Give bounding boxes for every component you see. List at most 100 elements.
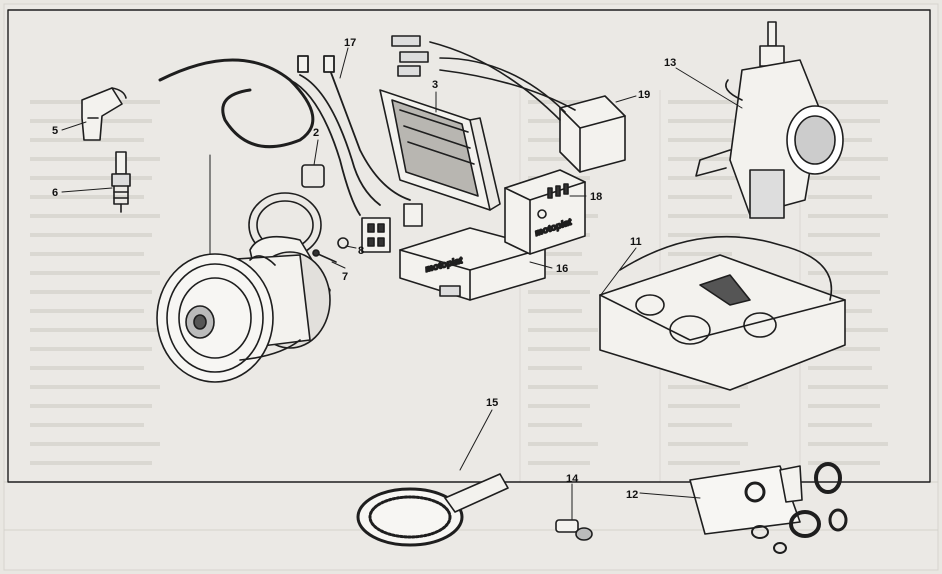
ghost-row-bar	[30, 176, 152, 180]
ghost-row-bar	[30, 442, 160, 446]
callout-6: 6	[52, 187, 58, 199]
ghost-row-bar	[30, 290, 152, 294]
ghost-row-bar	[808, 252, 872, 256]
ghost-row-bar	[528, 442, 598, 446]
ghost-row-bar	[668, 100, 748, 104]
ghost-row-bar	[808, 157, 888, 161]
callout-5: 5	[52, 125, 58, 137]
ghost-row-bar	[528, 423, 582, 427]
callout-11: 11	[630, 236, 642, 248]
ghost-row-bar	[528, 309, 582, 313]
connector	[301, 164, 325, 188]
ghost-row-bar	[528, 385, 598, 389]
fitting	[555, 519, 593, 541]
ghost-row-bar	[30, 252, 144, 256]
ghost-row-bar	[668, 461, 740, 465]
ghost-row-bar	[528, 157, 598, 161]
ghost-row-bar	[528, 119, 590, 123]
ghost-row-bar	[668, 138, 732, 142]
ghost-row-bar	[668, 404, 740, 408]
ghost-row-bar	[528, 366, 582, 370]
ghost-row-bar	[808, 461, 880, 465]
ghost-row-bar	[808, 328, 888, 332]
ghost-row-bar	[528, 290, 590, 294]
callout-17: 17	[344, 37, 356, 49]
ghost-row-bar	[668, 195, 732, 199]
callout-7: 7	[342, 271, 348, 283]
ghost-row-bar	[30, 195, 144, 199]
ghost-row-bar	[808, 366, 872, 370]
ghost-row-bar	[528, 404, 590, 408]
ghost-row-bar	[30, 271, 160, 275]
ghost-row-bar	[30, 366, 144, 370]
callout-14: 14	[566, 473, 579, 485]
callout-3: 3	[432, 79, 438, 91]
ht-lead	[158, 58, 315, 149]
ghost-row-bar	[528, 252, 582, 256]
ghost-row-bar	[808, 195, 872, 199]
leader-lines	[61, 47, 743, 521]
screw-washer	[312, 237, 349, 263]
carburettor	[695, 21, 844, 219]
ghost-row-bar	[808, 176, 880, 180]
callout-12: 12	[626, 489, 638, 501]
ghost-row-bar	[528, 138, 582, 142]
flywheel-stator-assembly	[156, 192, 331, 383]
ghost-row-bar	[30, 423, 144, 427]
wiring-loom	[289, 55, 411, 216]
ghost-row-bar	[30, 309, 144, 313]
seal-kit	[689, 462, 848, 554]
ghost-row-bar	[808, 423, 872, 427]
spark-plug-cap	[81, 87, 127, 141]
ghost-row-bar	[668, 442, 748, 446]
ghost-row-bar	[808, 404, 880, 408]
spark-plug	[111, 151, 131, 213]
ghost-row-bar	[528, 328, 598, 332]
ghost-row-bar	[808, 214, 888, 218]
ignition-coil	[391, 35, 626, 173]
ghost-row-bar	[528, 347, 590, 351]
ghost-row-bar	[808, 290, 880, 294]
callout-numbers: 2 3 5 6 7 8 11 12 13 14 15 16 17 18 19	[52, 37, 676, 501]
ghost-row-bar	[808, 233, 880, 237]
ghost-row-bar	[528, 100, 598, 104]
ghost-row-bar	[528, 271, 598, 275]
ghost-row-bar	[668, 119, 740, 123]
ghost-row-bar	[30, 461, 152, 465]
diagram-frame	[7, 9, 931, 483]
ghost-row-bar	[30, 157, 160, 161]
ghost-row-bar	[30, 404, 152, 408]
ghost-row-bar	[808, 100, 888, 104]
cdi-ignition-unit	[379, 89, 501, 211]
ghost-row-bar	[30, 347, 152, 351]
callout-8: 8	[358, 245, 364, 257]
callout-18: 18	[590, 191, 602, 203]
electronic-box: motoplat	[504, 169, 586, 255]
ghost-row-bar	[808, 271, 888, 275]
callout-2: 2	[313, 127, 319, 139]
ghost-row-bar	[808, 385, 888, 389]
ghost-row-bar	[808, 347, 880, 351]
ghost-row-bar	[528, 461, 590, 465]
ghost-row-bar	[808, 119, 880, 123]
callout-13: 13	[664, 57, 676, 69]
ghost-row-bar	[668, 423, 732, 427]
ghost-row-bar	[668, 233, 740, 237]
callout-16: 16	[556, 263, 568, 275]
ghost-row-bar	[808, 442, 888, 446]
ghost-row-bar	[668, 176, 740, 180]
ghost-row-bar	[668, 385, 748, 389]
regulator-unit: motoplat	[399, 227, 546, 301]
ghost-row-bar	[668, 214, 748, 218]
ghost-row-bar	[30, 328, 160, 332]
gasket-set	[599, 235, 846, 391]
ghost-row-bar	[30, 233, 152, 237]
ghost-row-bar	[30, 214, 160, 218]
multi-pin-connector	[361, 203, 423, 253]
callout-19: 19	[638, 89, 650, 101]
callout-15: 15	[486, 397, 498, 409]
ghost-row-bar	[668, 252, 732, 256]
flywheel-puller	[356, 473, 509, 547]
